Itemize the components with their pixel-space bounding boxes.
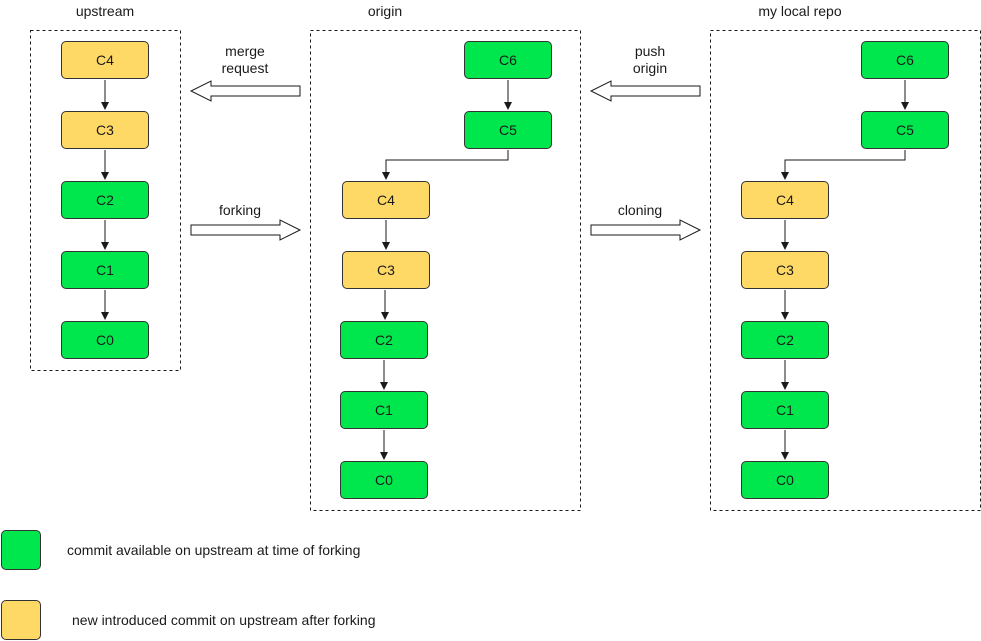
upstream-container (30, 30, 181, 371)
push-origin-label-line2: origin (632, 60, 668, 76)
push-origin-label-line1: push (634, 43, 666, 59)
cloning-arrow (590, 219, 702, 241)
forking-label: forking (218, 202, 262, 218)
local-commit-c0: C0 (741, 461, 829, 499)
origin-commit-c3: C3 (342, 251, 430, 289)
local-title: my local repo (758, 3, 842, 19)
forking-arrow (190, 219, 302, 241)
edge-origin-c5-c4 (382, 150, 509, 180)
origin-commit-c6: C6 (464, 41, 552, 79)
origin-commit-c2: C2 (340, 321, 428, 359)
legend-swatch-available (1, 530, 41, 570)
push-origin-label: push origin (610, 43, 690, 77)
push-origin-arrow (589, 80, 701, 102)
origin-commit-c1: C1 (340, 391, 428, 429)
local-commit-c2: C2 (741, 321, 829, 359)
local-commit-c1: C1 (741, 391, 829, 429)
legend-text-available: commit available on upstream at time of … (67, 542, 361, 558)
upstream-title: upstream (75, 3, 135, 19)
merge-request-label: merge request (205, 43, 285, 77)
edge-local-c5-c4 (781, 150, 906, 180)
merge-request-label-line1: merge (225, 43, 265, 59)
upstream-commit-c3: C3 (61, 111, 149, 149)
local-commit-c6: C6 (861, 41, 949, 79)
upstream-commit-c4: C4 (61, 41, 149, 79)
upstream-commit-c0: C0 (61, 321, 149, 359)
upstream-commit-c1: C1 (61, 251, 149, 289)
merge-request-label-line2: request (221, 60, 269, 76)
origin-container (310, 30, 581, 511)
cloning-label: cloning (617, 202, 663, 218)
origin-commit-c4: C4 (342, 181, 430, 219)
local-commit-c4: C4 (741, 181, 829, 219)
local-commit-c3: C3 (741, 251, 829, 289)
upstream-commit-c2: C2 (61, 181, 149, 219)
origin-title: origin (367, 3, 403, 19)
origin-commit-c0: C0 (340, 461, 428, 499)
merge-request-arrow (189, 80, 301, 102)
origin-commit-c5: C5 (464, 111, 552, 149)
local-commit-c5: C5 (861, 111, 949, 149)
legend-text-new: new introduced commit on upstream after … (72, 612, 376, 628)
legend-swatch-new (1, 600, 41, 640)
